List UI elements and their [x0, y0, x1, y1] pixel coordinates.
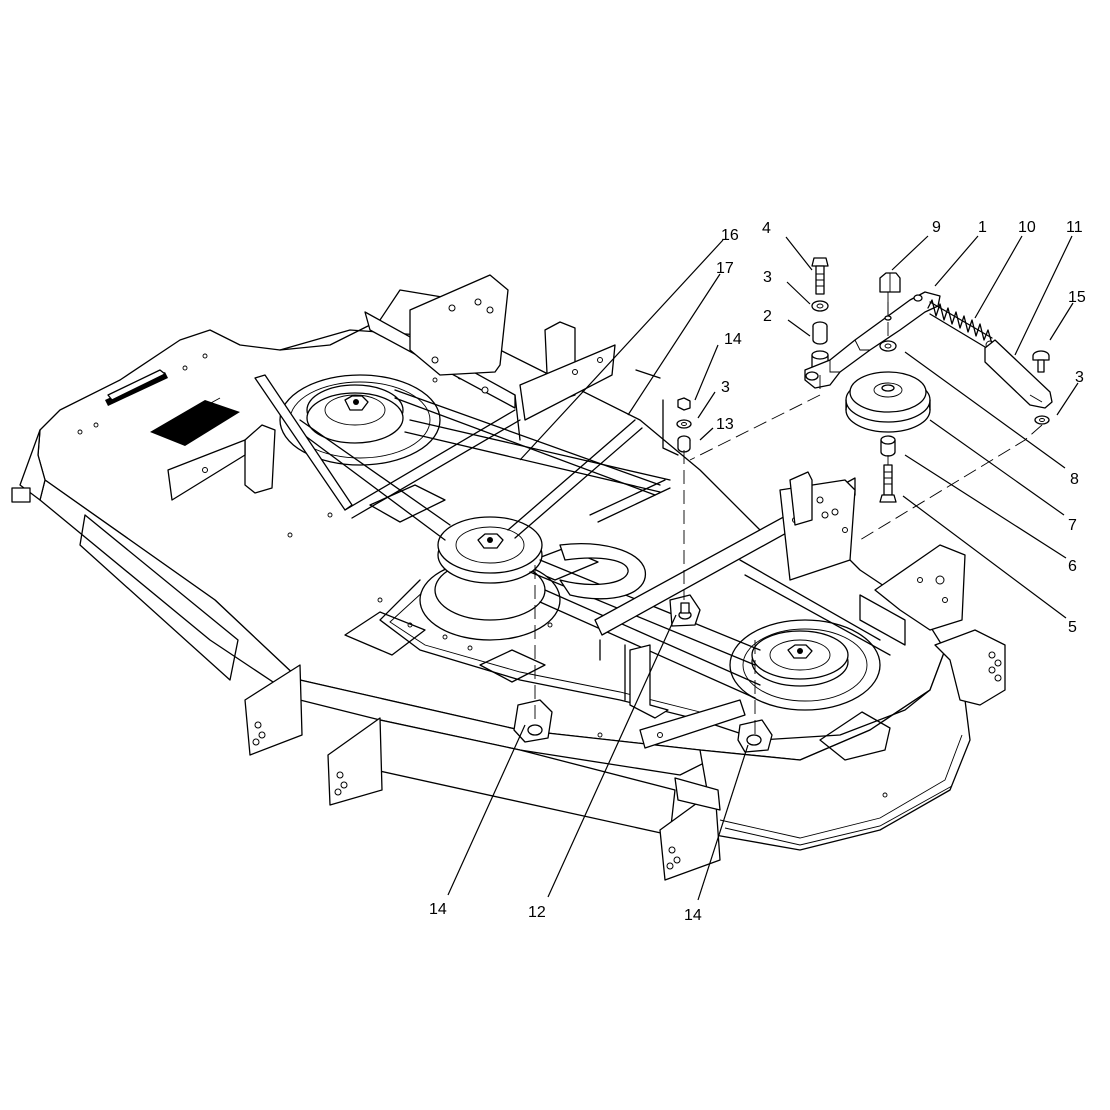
idler-bolt-stack: [811, 257, 829, 375]
callout-3-top: 3: [763, 269, 772, 286]
deck-rods: [394, 369, 679, 539]
callout-11: 11: [1066, 219, 1083, 236]
spring-bracket: [984, 339, 1053, 425]
center-spindle-pulley: [419, 516, 561, 641]
idler-pulley: [845, 340, 931, 503]
callout-6: 6: [1068, 558, 1077, 575]
callout-15: 15: [1068, 289, 1086, 306]
right-spindle-pulley: [729, 619, 881, 711]
deck-mount-bosses: [513, 594, 773, 753]
callout-8: 8: [1070, 471, 1079, 488]
idler-spring: [927, 299, 995, 351]
callout-4: 4: [762, 220, 771, 237]
callout-12: 12: [528, 904, 546, 921]
idler-pulley-bolt: [879, 272, 901, 321]
callout-14-right: 14: [684, 907, 702, 924]
left-spindle-pulley: [279, 374, 441, 466]
callout-17: 17: [716, 260, 734, 277]
callout-2: 2: [763, 308, 772, 325]
callout-3-center: 3: [721, 379, 730, 396]
deck-belt: [299, 419, 761, 699]
callout-7: 7: [1068, 517, 1077, 534]
assembly-center-lines: [534, 302, 1043, 735]
callout-3-right: 3: [1075, 369, 1084, 386]
callout-14-top: 14: [724, 331, 742, 348]
callout-1: 1: [978, 219, 987, 236]
belt-guard-frames: [167, 274, 1006, 881]
callout-10: 10: [1018, 219, 1036, 236]
callout-14-left: 14: [429, 901, 447, 918]
callout-labels: 4 9 1 10 11 16 17 3 2 15 14 3 13 3 8 7 6…: [429, 219, 1086, 924]
center-nut-stack: [676, 397, 692, 453]
callout-13: 13: [716, 416, 734, 433]
callout-16: 16: [721, 227, 739, 244]
callout-5: 5: [1068, 619, 1077, 636]
callout-leaders: [447, 235, 1079, 901]
callout-9: 9: [932, 219, 941, 236]
